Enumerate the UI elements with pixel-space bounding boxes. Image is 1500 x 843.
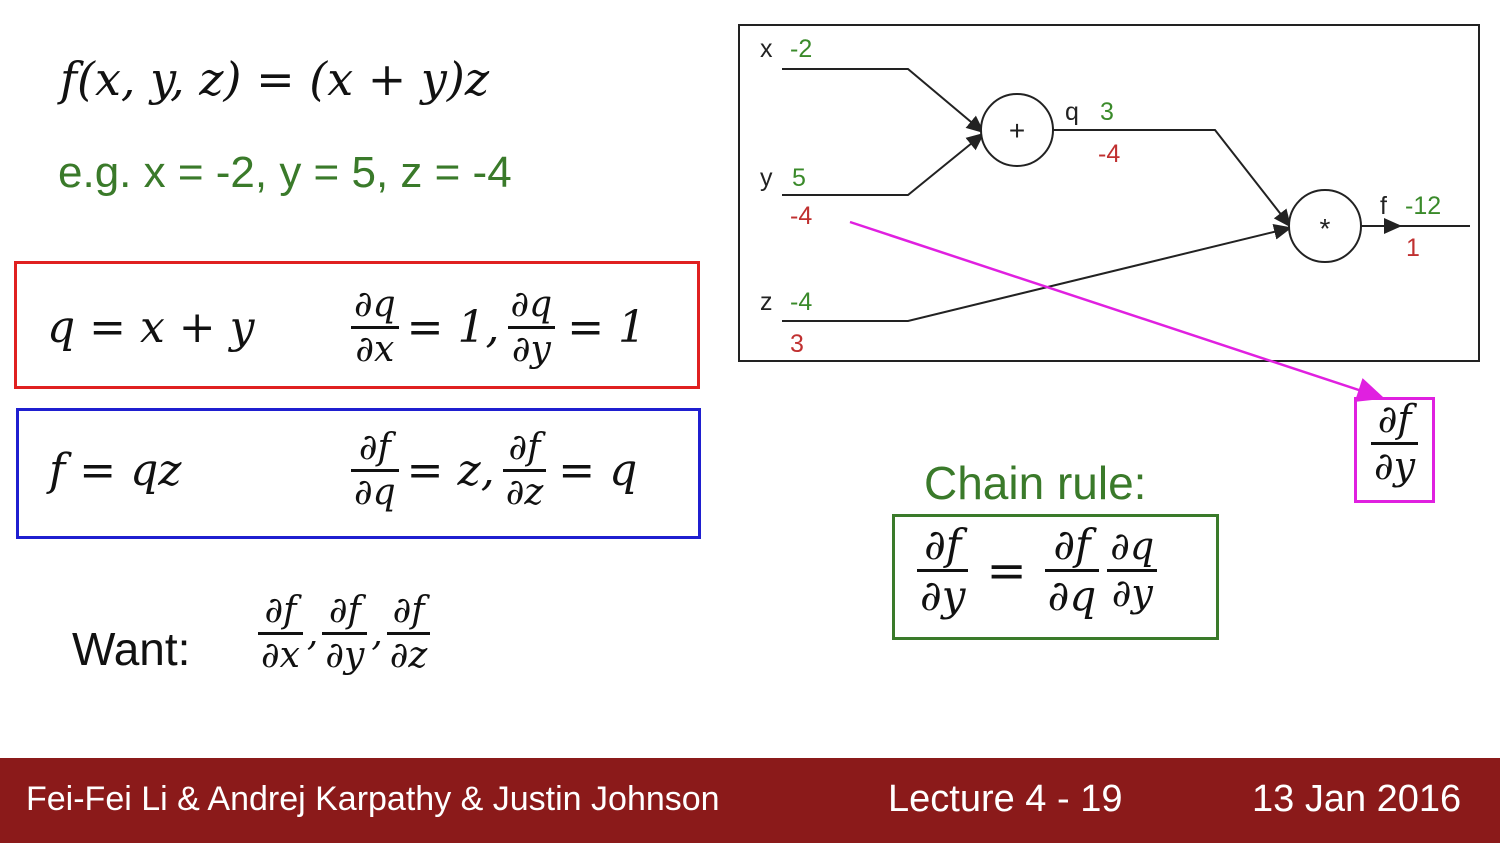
chain-rule-equation: ∂f ∂y = ∂f ∂q ∂q ∂y	[913, 520, 1161, 621]
equals-sign: =	[986, 542, 1027, 599]
chain-dq-dy-num: ∂q	[1110, 524, 1155, 569]
df-dq-den: ∂q	[354, 471, 396, 513]
df-dz-value: = q	[558, 444, 638, 496]
z-name: z	[760, 288, 773, 316]
want-df-dx-den: ∂x	[261, 634, 300, 676]
times-node-label: *	[1320, 213, 1331, 244]
q-derivative-row: q = x + y ∂q ∂x = 1, ∂q ∂y = 1	[47, 286, 646, 369]
q-value: 3	[1100, 98, 1114, 126]
df-dz-den: ∂z	[505, 471, 544, 513]
f-grad: 1	[1406, 234, 1420, 262]
want-df-dy-den: ∂y	[325, 634, 365, 676]
fraction-bar	[351, 468, 399, 472]
footer-authors: Fei-Fei Li & Andrej Karpathy & Justin Jo…	[26, 780, 720, 818]
computational-graph	[738, 24, 1480, 362]
chain-dq-dy-fraction: ∂q ∂y	[1107, 524, 1158, 616]
fraction-bar	[386, 631, 431, 635]
dq-dy-num: ∂q	[510, 284, 553, 325]
z-value: -4	[790, 288, 812, 316]
q-grad: -4	[1098, 140, 1120, 168]
fraction-bar	[258, 631, 303, 635]
fraction-bar	[507, 325, 556, 329]
want-df-dx-num: ∂f	[264, 590, 297, 631]
fraction-bar	[1371, 441, 1419, 445]
f-derivative-row: f = qz ∂f ∂q = z, ∂f ∂z = q	[49, 429, 637, 512]
df-dz-num: ∂f	[508, 427, 541, 468]
chain-df-dq-fraction: ∂f ∂q	[1044, 520, 1100, 621]
fraction-bar	[917, 569, 969, 573]
footer-date: 13 Jan 2016	[1252, 778, 1462, 820]
q-derivative-box: q = x + y ∂q ∂x = 1, ∂q ∂y = 1	[14, 261, 700, 389]
chain-rule-label: Chain rule:	[924, 457, 1147, 509]
f-name: f	[1380, 192, 1387, 220]
f-value: -12	[1405, 192, 1441, 220]
x-wire	[782, 68, 985, 134]
fraction-bar	[1044, 569, 1100, 573]
y-grad: -4	[790, 202, 812, 230]
highlight-den: ∂y	[1374, 443, 1416, 488]
want-df-dy: ∂f ∂y	[322, 590, 368, 676]
want-df-dz-num: ∂f	[392, 590, 425, 631]
want-label: Want:	[72, 623, 191, 675]
f-derivative-box: f = qz ∂f ∂q = z, ∂f ∂z = q	[16, 408, 701, 539]
fraction-bar	[322, 631, 368, 635]
df-dq-fraction: ∂f ∂q	[351, 429, 399, 512]
y-wire	[782, 132, 985, 196]
footer-lecture: Lecture 4 - 19	[888, 778, 1123, 820]
x-name: x	[760, 35, 773, 63]
x-value: -2	[790, 35, 812, 63]
example-values: e.g. x = -2, y = 5, z = -4	[58, 148, 512, 197]
want-df-dz-den: ∂z	[389, 634, 428, 676]
want-terms: ∂f ∂x , ∂f ∂y , ∂f ∂z	[254, 592, 434, 675]
chain-lhs-num: ∂f	[924, 520, 962, 569]
fraction-bar	[1107, 569, 1158, 573]
y-value: 5	[792, 164, 806, 192]
want-df-dz: ∂f ∂z	[386, 590, 431, 676]
q-name: q	[1065, 98, 1079, 126]
want-df-dx: ∂f ∂x	[258, 592, 303, 675]
dq-dy-value: = 1	[567, 301, 647, 353]
highlight-pointer-arrow	[849, 220, 1385, 402]
df-dy-highlight-frac: ∂f ∂y	[1371, 397, 1419, 488]
dq-dy-fraction: ∂q ∂y	[507, 284, 556, 370]
df-dq-num: ∂f	[358, 427, 391, 468]
y-name: y	[760, 164, 773, 192]
df-dy-highlight: ∂f ∂y	[1354, 397, 1435, 503]
f-definition: f = qz	[49, 444, 182, 496]
df-dy-highlight-fraction: ∂f ∂y	[1367, 397, 1422, 488]
comma: ,	[371, 612, 383, 654]
chain-df-dq-den: ∂q	[1047, 571, 1097, 621]
chain-df-dq-num: ∂f	[1053, 520, 1091, 569]
dq-dx-num: ∂q	[354, 284, 396, 325]
dq-dx-den: ∂x	[355, 328, 395, 370]
fraction-bar	[351, 325, 399, 329]
z-grad: 3	[790, 330, 804, 358]
plus-node-label: +	[1009, 115, 1025, 146]
chain-lhs-fraction: ∂f ∂y	[917, 520, 969, 621]
want-df-dy-num: ∂f	[328, 590, 361, 631]
z-wire	[782, 224, 1292, 322]
chain-rule-box: ∂f ∂y = ∂f ∂q ∂q ∂y	[892, 514, 1219, 640]
dq-dy-den: ∂y	[511, 328, 551, 370]
q-wire	[1053, 129, 1292, 228]
df-dq-value: = z,	[406, 444, 495, 496]
highlight-num: ∂f	[1377, 397, 1412, 441]
q-definition: q = x + y	[47, 301, 255, 353]
comma: ,	[306, 612, 319, 654]
chain-dq-dy-den: ∂y	[1111, 571, 1153, 616]
fraction-bar	[502, 468, 547, 472]
dq-dx-fraction: ∂q ∂x	[351, 286, 399, 369]
dq-dx-value: = 1,	[406, 301, 500, 353]
df-dz-fraction: ∂f ∂z	[502, 427, 547, 513]
footer-bar: Fei-Fei Li & Andrej Karpathy & Justin Jo…	[0, 758, 1500, 843]
main-equation: f(x, y, z) = (x + y)z	[60, 52, 490, 106]
chain-lhs-den: ∂y	[920, 571, 966, 621]
